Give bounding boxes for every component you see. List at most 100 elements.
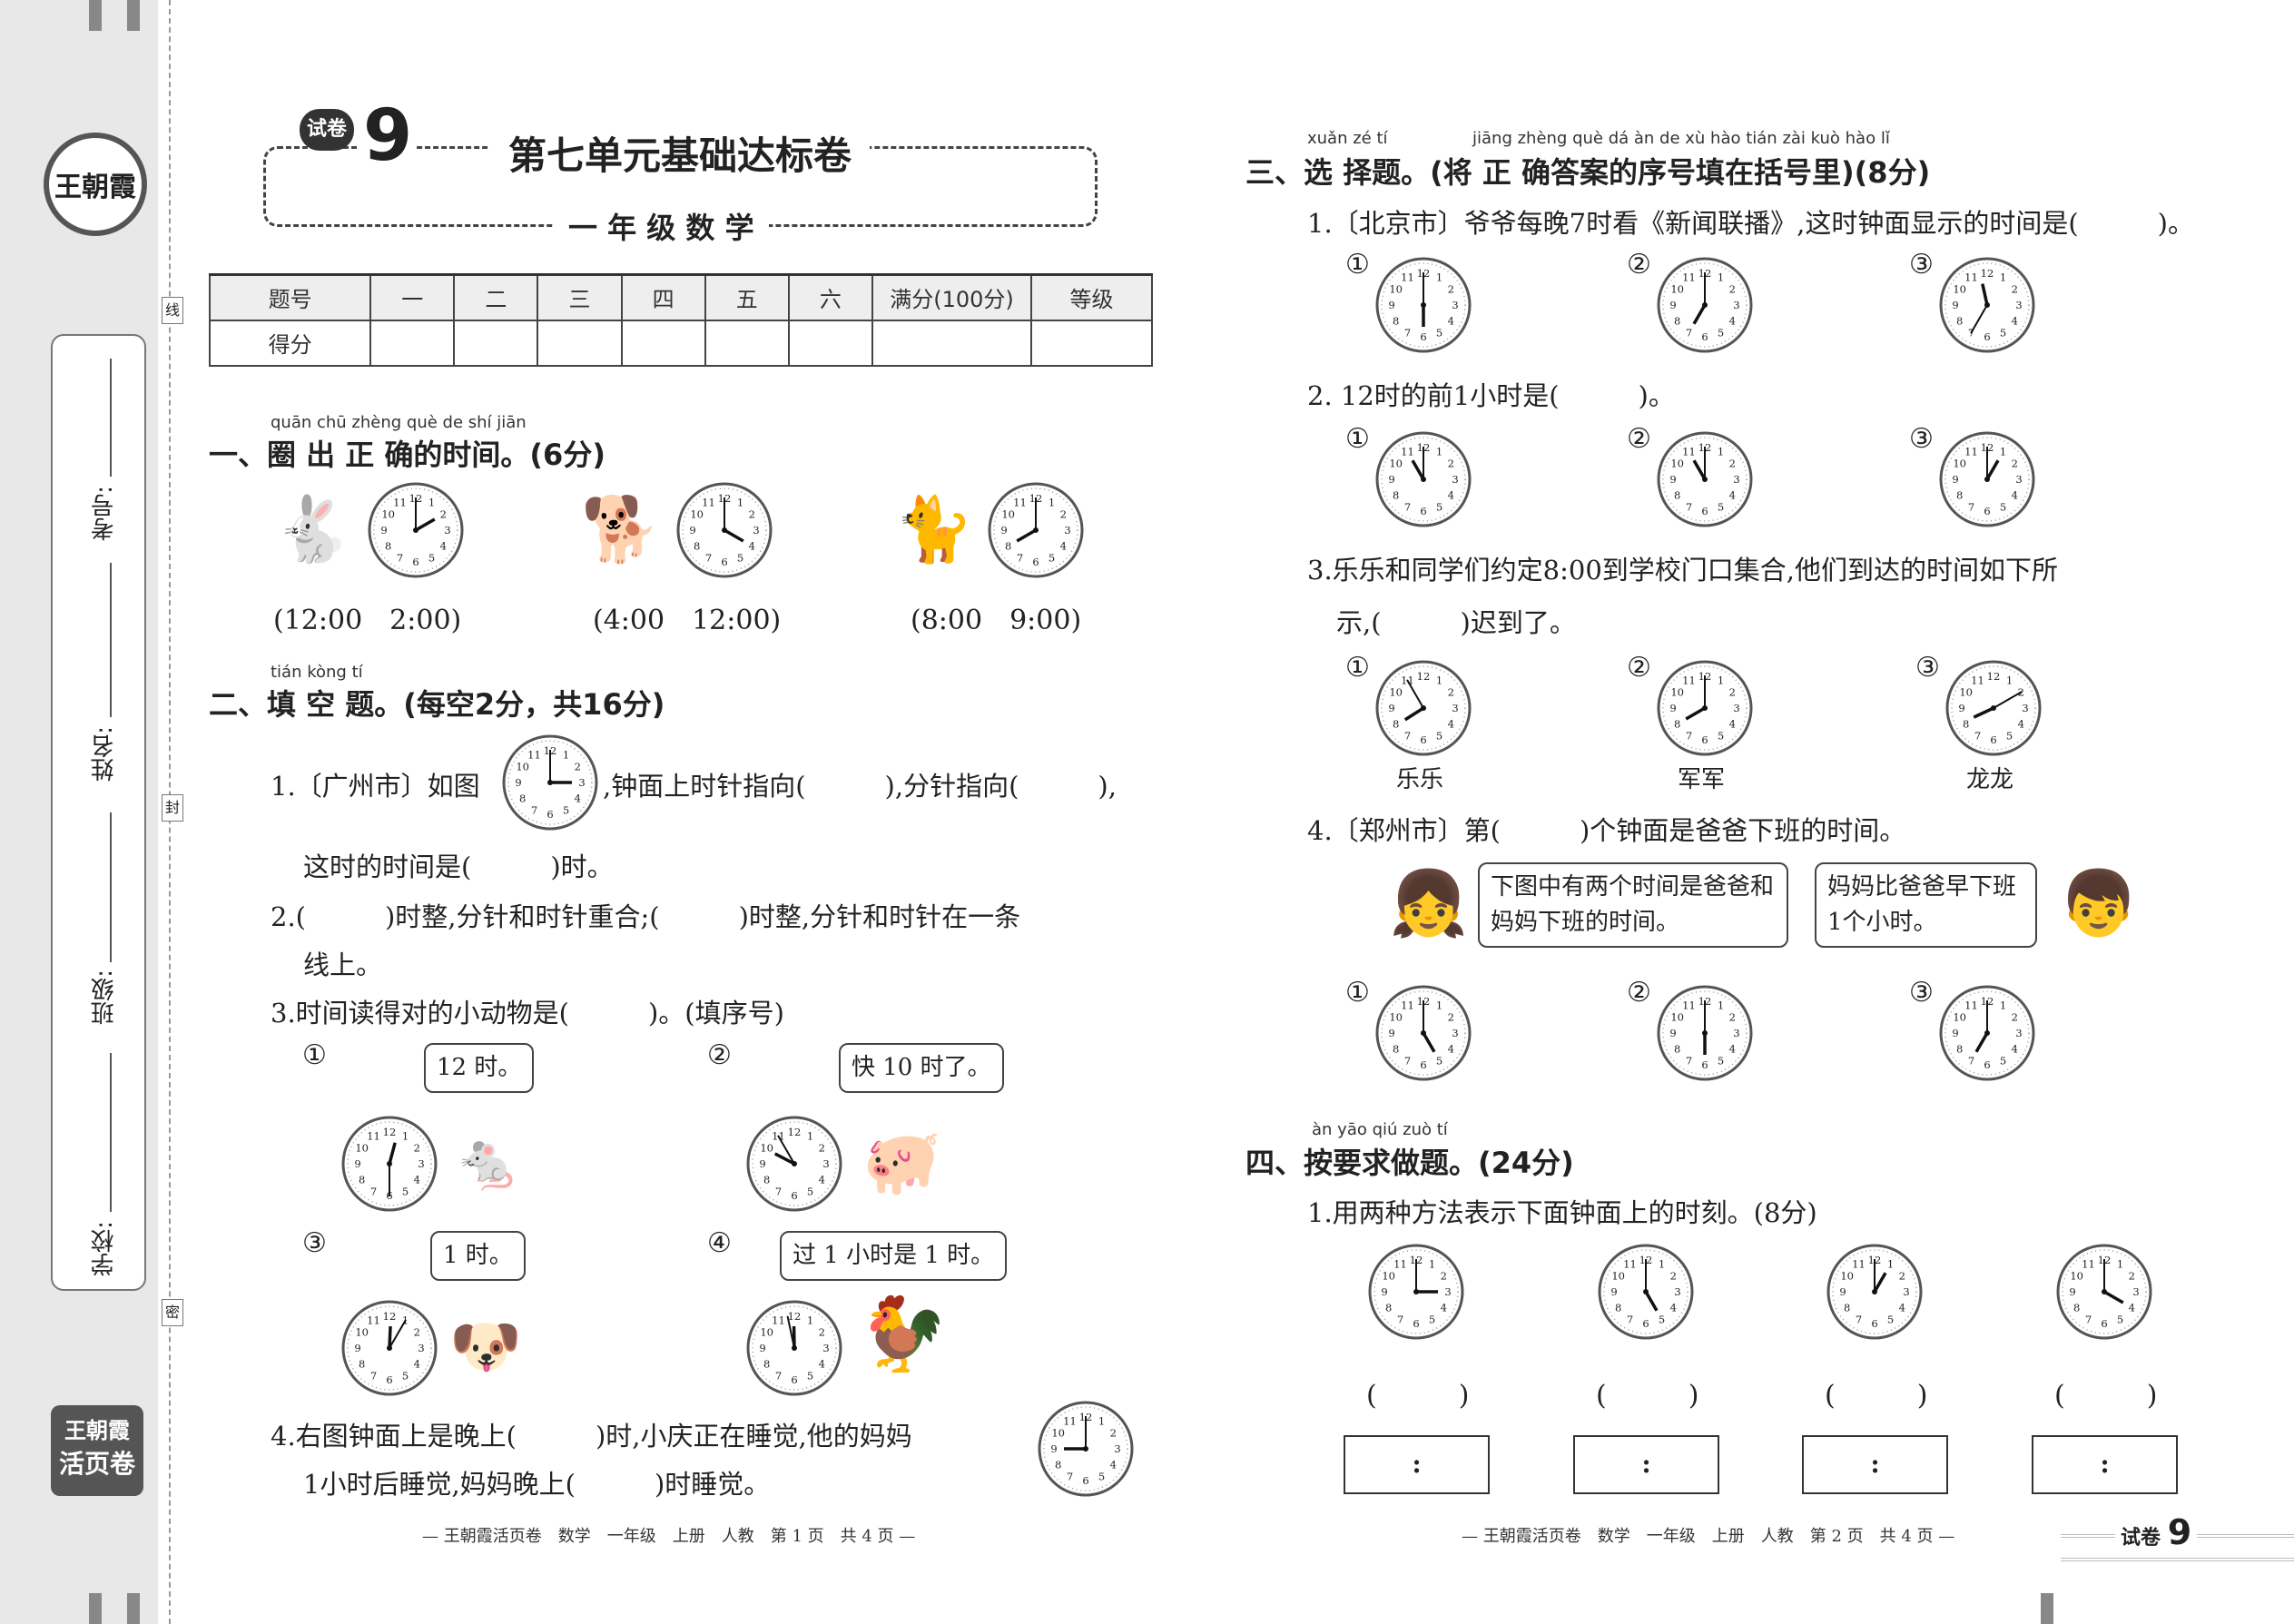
score-cell[interactable] bbox=[620, 319, 706, 367]
answer-paren[interactable]: ( ) bbox=[1366, 1380, 1470, 1412]
question-text[interactable]: 1.〔北京市〕爷爷每晚7时看《新闻联播》,这时钟面显示的时间是( )。 bbox=[1307, 208, 2194, 239]
digital-time-box[interactable]: : bbox=[1802, 1435, 1948, 1494]
question-text[interactable]: 2. 12时的前1小时是( )。 bbox=[1307, 380, 1675, 411]
clock-numeral: 3 bbox=[753, 524, 759, 536]
clock-numeral: 10 bbox=[1840, 1270, 1854, 1283]
score-cell[interactable] bbox=[871, 319, 1032, 367]
tab-xian: 线 bbox=[162, 297, 183, 324]
clock-numeral: 6 bbox=[1413, 1317, 1419, 1330]
score-table: 题号一二三四五六满分(100分)等级 得分 bbox=[208, 273, 1153, 367]
clock-numeral: 6 bbox=[1984, 505, 1990, 517]
question-text[interactable]: ,钟面上时针指向( ),分针指向( ), bbox=[603, 771, 1117, 802]
input-line[interactable] bbox=[110, 563, 112, 717]
option-marker[interactable]: ② bbox=[1627, 652, 1651, 684]
minute-ticks bbox=[507, 740, 593, 825]
section-heading: 三、选 择题。(将 正 确答案的序号填在括号里)(8分) bbox=[1245, 155, 1931, 190]
clock-numeral: 5 bbox=[807, 1369, 813, 1382]
input-line[interactable] bbox=[110, 359, 112, 477]
clock-numeral: 1 bbox=[2117, 1258, 2123, 1271]
answer-options[interactable]: (8:00 9:00) bbox=[911, 605, 1082, 636]
corner-badge-label: 试卷 bbox=[2121, 1527, 2161, 1550]
answer-options[interactable]: (4:00 12:00) bbox=[593, 605, 782, 636]
clock-center bbox=[1413, 1289, 1419, 1294]
student-name: 军军 bbox=[1678, 766, 1726, 793]
clock-numeral: 9 bbox=[380, 524, 387, 536]
option-marker[interactable]: ① bbox=[1345, 977, 1370, 1009]
question-text[interactable]: 4.〔郑州市〕第( )个钟面是爸爸下班的时间。 bbox=[1307, 815, 1906, 846]
answer-paren[interactable]: ( ) bbox=[1596, 1380, 1699, 1412]
clock-numeral: 5 bbox=[1049, 551, 1055, 564]
clock-numeral: 9 bbox=[354, 1157, 360, 1170]
clock-numeral: 4 bbox=[1729, 718, 1736, 731]
question-text[interactable]: 4.右图钟面上是晚上( )时,小庆正在睡觉,他的妈妈 bbox=[271, 1421, 912, 1452]
option-marker[interactable]: ③ bbox=[1909, 423, 1934, 455]
page-title: 第七单元基础达标卷 bbox=[490, 125, 871, 181]
clock-numeral: 6 bbox=[1642, 1317, 1649, 1330]
table-cell: 满分(100分) bbox=[871, 273, 1032, 321]
clock-numeral: 5 bbox=[2117, 1313, 2123, 1325]
option-marker[interactable]: ① bbox=[1345, 423, 1370, 455]
score-cell[interactable] bbox=[1030, 319, 1153, 367]
clock-center bbox=[1702, 1030, 1708, 1036]
question-text[interactable]: 1小时后睡觉,妈妈晚上( )时睡觉。 bbox=[303, 1469, 771, 1500]
question-text[interactable]: 示,( )迟到了。 bbox=[1336, 607, 1576, 638]
digital-time-box[interactable]: : bbox=[1344, 1435, 1490, 1494]
clock-numeral: 10 bbox=[1001, 508, 1015, 521]
clock-numeral: 8 bbox=[359, 1358, 365, 1371]
score-cell[interactable] bbox=[704, 319, 790, 367]
option-marker[interactable]: ③ bbox=[1915, 652, 1940, 684]
digital-time-box[interactable]: : bbox=[1573, 1435, 1719, 1494]
clock-numeral: 12 bbox=[383, 1126, 397, 1138]
minute-ticks bbox=[682, 487, 767, 573]
clock-numeral: 1 bbox=[2000, 446, 2006, 458]
answer-paren[interactable]: ( ) bbox=[2054, 1380, 2158, 1412]
option-marker[interactable]: ② bbox=[1627, 977, 1651, 1009]
option-marker[interactable]: ① bbox=[1345, 249, 1370, 281]
clock-numeral: 1 bbox=[1718, 446, 1724, 458]
input-line[interactable] bbox=[110, 1053, 112, 1212]
option-marker[interactable]: ③ bbox=[1909, 249, 1934, 281]
option-marker[interactable]: ② bbox=[1627, 423, 1651, 455]
section-heading: 二、填 空 题。(每空2分，共16分) bbox=[209, 687, 665, 722]
clock-numeral: 7 bbox=[1686, 326, 1692, 339]
clock-numeral: 7 bbox=[1974, 729, 1981, 742]
clock-numeral: 5 bbox=[1436, 500, 1442, 513]
clock-numeral: 6 bbox=[386, 1373, 392, 1386]
clock-numeral: 2 bbox=[819, 1142, 825, 1155]
clock-numeral: 7 bbox=[1404, 326, 1411, 339]
answer-paren[interactable]: ( ) bbox=[1825, 1380, 1928, 1412]
clock-numeral: 3 bbox=[1733, 299, 1739, 311]
clock-numeral: 11 bbox=[367, 1130, 380, 1143]
clock-numeral: 4 bbox=[2012, 315, 2018, 328]
dog-image: 🐶 bbox=[449, 1314, 522, 1381]
question-text: 1.〔广州市〕如图 bbox=[271, 771, 480, 802]
digital-time-box[interactable]: : bbox=[2032, 1435, 2178, 1494]
input-line[interactable] bbox=[110, 812, 112, 962]
question-text[interactable]: 2.( )时整,分针和时针重合;( )时整,分针和时针在一条 bbox=[271, 901, 1021, 932]
score-cell[interactable] bbox=[369, 319, 456, 367]
clock-numeral: 6 bbox=[546, 808, 553, 821]
rooster-image: 🐓 bbox=[858, 1292, 949, 1376]
clock-numeral: 8 bbox=[1393, 718, 1399, 731]
clock-numeral: 1 bbox=[1436, 999, 1442, 1012]
question-text[interactable]: 这时的时间是( )时。 bbox=[303, 851, 614, 882]
option-marker[interactable]: ③ bbox=[1909, 977, 1934, 1009]
option-marker[interactable]: ② bbox=[1627, 249, 1651, 281]
score-cell[interactable] bbox=[537, 319, 623, 367]
score-cell[interactable] bbox=[453, 319, 539, 367]
score-cell[interactable] bbox=[787, 319, 874, 367]
clock-numeral: 3 bbox=[1733, 702, 1739, 714]
clock-numeral: 12 bbox=[1987, 670, 2001, 683]
answer-options[interactable]: (12:00 2:00) bbox=[273, 605, 462, 636]
clock-numeral: 4 bbox=[1060, 540, 1067, 553]
option-marker[interactable]: ① bbox=[1345, 652, 1370, 684]
clock-numeral: 7 bbox=[1968, 500, 1974, 513]
clock-numeral: 7 bbox=[1686, 500, 1692, 513]
clock-numeral: 5 bbox=[2006, 729, 2013, 742]
clock-numeral: 1 bbox=[807, 1314, 813, 1327]
clock-numeral: 10 bbox=[1051, 1427, 1065, 1440]
question-text[interactable]: 3.时间读得对的小动物是( )。(填序号) bbox=[271, 998, 784, 1029]
clock-numeral: 5 bbox=[2000, 1054, 2006, 1067]
